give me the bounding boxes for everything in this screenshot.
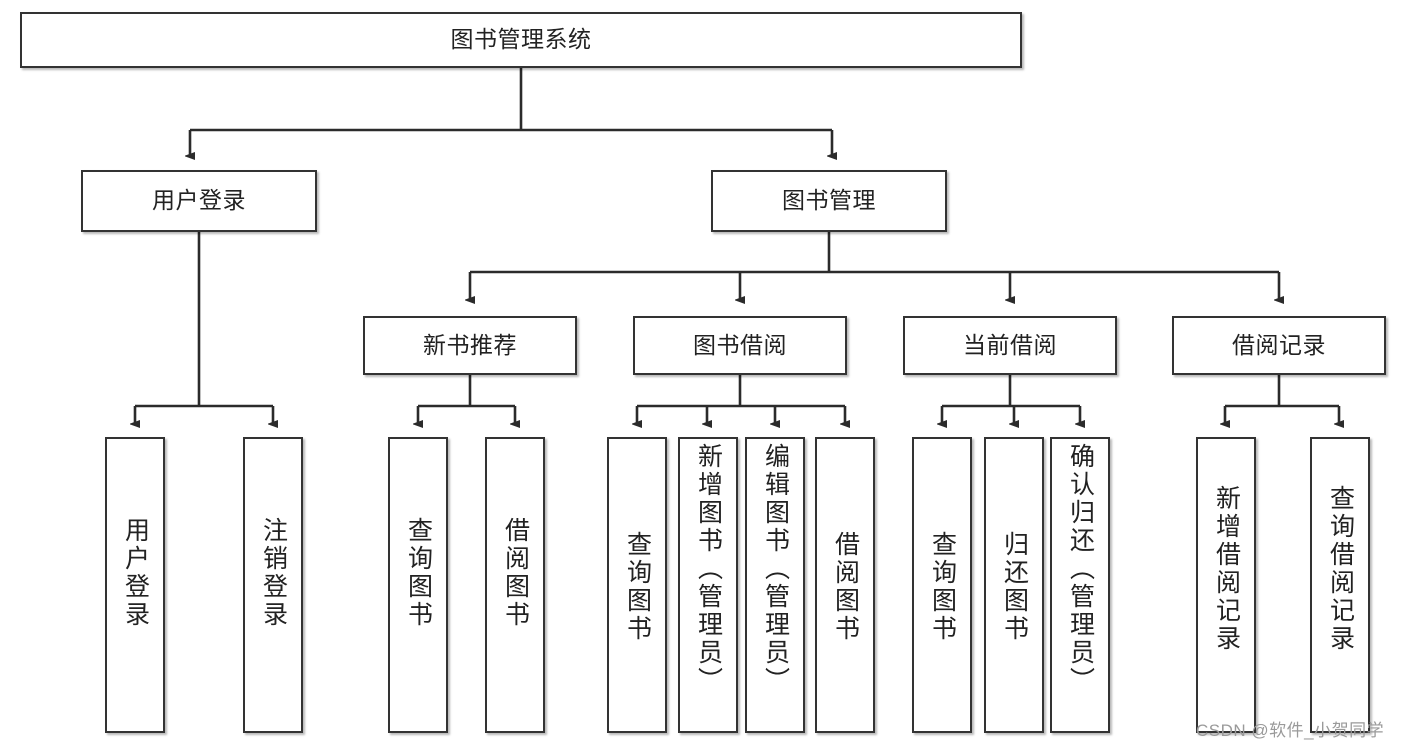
leaf-return-book[interactable]: 归还图书 <box>984 437 1044 733</box>
leaf-borrow-book-2[interactable]: 借阅图书 <box>815 437 875 733</box>
node-borrow-record-label: 借阅记录 <box>1232 331 1326 358</box>
node-root-label: 图书管理系统 <box>450 26 592 53</box>
leaf-add-record[interactable]: 新增借阅记录 <box>1196 437 1256 733</box>
node-user-login[interactable]: 用户登录 <box>81 170 317 232</box>
leaf-user-login-label: 用户登录 <box>121 517 150 629</box>
watermark: CSDN @软件_小贺同学 <box>1196 721 1385 740</box>
leaf-add-book[interactable]: 新增图书（管理员） <box>678 437 738 733</box>
node-current-borrow[interactable]: 当前借阅 <box>903 316 1117 375</box>
leaf-logout-label: 注销登录 <box>259 517 288 629</box>
leaf-user-login[interactable]: 用户登录 <box>105 437 165 733</box>
leaf-borrow-book-1[interactable]: 借阅图书 <box>485 437 545 733</box>
leaf-query-book-1[interactable]: 查询图书 <box>388 437 448 733</box>
leaf-query-book-2-label: 查询图书 <box>623 531 652 643</box>
leaf-edit-book[interactable]: 编辑图书（管理员） <box>745 437 805 733</box>
node-new-book-rec-label: 新书推荐 <box>423 331 517 358</box>
leaf-query-record-label: 查询借阅记录 <box>1326 485 1355 653</box>
node-new-book-rec[interactable]: 新书推荐 <box>363 316 577 375</box>
leaf-return-book-label: 归还图书 <box>1000 531 1029 643</box>
node-book-borrow[interactable]: 图书借阅 <box>633 316 847 375</box>
node-current-borrow-label: 当前借阅 <box>963 331 1057 358</box>
leaf-add-record-label: 新增借阅记录 <box>1212 485 1241 653</box>
node-book-manage[interactable]: 图书管理 <box>711 170 947 232</box>
leaf-query-book-1-label: 查询图书 <box>404 517 433 629</box>
leaf-query-record[interactable]: 查询借阅记录 <box>1310 437 1370 733</box>
node-user-login-label: 用户登录 <box>152 187 246 214</box>
leaf-add-book-label: 新增图书（管理员） <box>694 443 723 695</box>
leaf-confirm-return[interactable]: 确认归还（管理员） <box>1050 437 1110 733</box>
leaf-query-book-2[interactable]: 查询图书 <box>607 437 667 733</box>
leaf-edit-book-label: 编辑图书（管理员） <box>761 443 790 695</box>
leaf-logout[interactable]: 注销登录 <box>243 437 303 733</box>
leaf-query-book-3-label: 查询图书 <box>928 531 957 643</box>
node-borrow-record[interactable]: 借阅记录 <box>1172 316 1386 375</box>
leaf-confirm-return-label: 确认归还（管理员） <box>1066 443 1095 695</box>
leaf-query-book-3[interactable]: 查询图书 <box>912 437 972 733</box>
node-book-manage-label: 图书管理 <box>782 187 876 214</box>
leaf-borrow-book-2-label: 借阅图书 <box>831 531 860 643</box>
node-book-borrow-label: 图书借阅 <box>693 331 787 358</box>
node-root[interactable]: 图书管理系统 <box>20 12 1022 68</box>
leaf-borrow-book-1-label: 借阅图书 <box>501 517 530 629</box>
